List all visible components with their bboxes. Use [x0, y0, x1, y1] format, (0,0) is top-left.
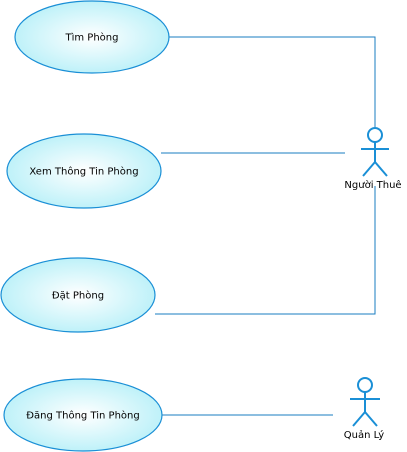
actor-label: Quản Lý	[344, 429, 385, 441]
use-case-label: Tìm Phòng	[65, 32, 119, 44]
use-case-tim-phong[interactable]: Tìm Phòng	[14, 0, 170, 74]
actor-stick-figure-icon	[361, 127, 389, 177]
actor-quan-ly[interactable]: Quản Lý	[344, 377, 385, 441]
association-dat-phong	[155, 186, 376, 315]
association-tim-phong	[169, 36, 376, 127]
use-case-xem-thong-tin-phong[interactable]: Xem Thông Tin Phòng	[6, 133, 162, 209]
associations	[155, 36, 376, 416]
use-case-dang-thong-tin-phong[interactable]: Đăng Thông Tin Phòng	[3, 378, 163, 452]
use-case-label: Xem Thông Tin Phòng	[29, 166, 138, 178]
actor-nguoi-thue[interactable]: Người Thuê	[344, 127, 402, 191]
use-case-label: Đăng Thông Tin Phòng	[26, 410, 139, 422]
actor-stick-figure-icon	[350, 377, 380, 427]
use-case-dat-phong[interactable]: Đặt Phòng	[0, 257, 156, 333]
use-case-label: Đặt Phòng	[52, 290, 104, 302]
actor-label: Người Thuê	[344, 179, 401, 191]
